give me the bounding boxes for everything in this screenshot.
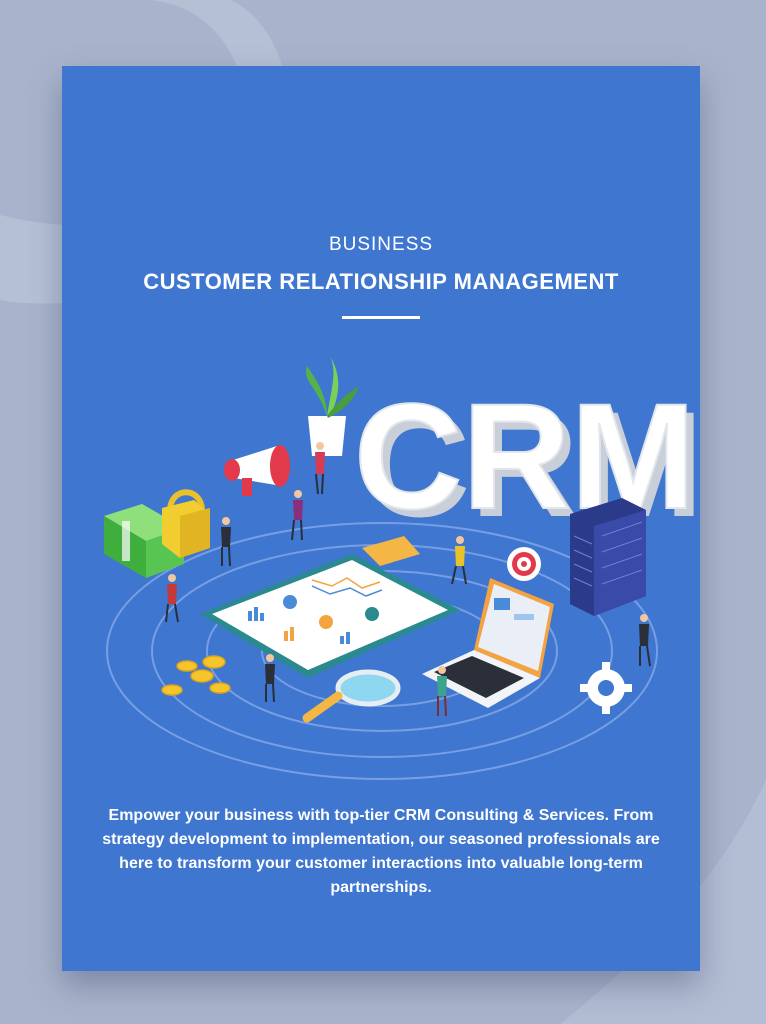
server-icon: [570, 498, 646, 616]
eyebrow-label: BUSINESS: [328, 234, 434, 255]
chart-lines-icon: [311, 577, 383, 597]
magnifier-icon: [302, 669, 401, 723]
coins-icon: [161, 655, 231, 696]
person-icon: [165, 574, 179, 623]
orbit-rings: [106, 522, 658, 780]
person-icon: [451, 536, 467, 585]
person-icon: [437, 666, 447, 717]
clipboard-icon: [200, 536, 460, 678]
person-icon: [639, 614, 651, 667]
pie-chart-icon: [319, 615, 333, 629]
crm-letters-icon: CRM CRM: [353, 371, 700, 548]
person-icon: [265, 654, 275, 703]
laptop-icon: [422, 578, 554, 708]
person-icon: [315, 442, 325, 495]
pie-chart-icon: [283, 595, 297, 609]
gear-icon: [580, 662, 632, 714]
person-icon: [221, 517, 231, 567]
person-icon: [291, 490, 303, 541]
plant-icon: [306, 356, 359, 456]
title-divider: [342, 316, 420, 319]
poster-description: Empower your business with top-tier CRM …: [102, 807, 660, 896]
target-icon: [507, 547, 541, 581]
crm-illustration: CRM CRM: [104, 356, 700, 780]
person-figures: [165, 442, 651, 717]
pie-chart-icon: [365, 607, 379, 621]
poster-title: CUSTOMER RELATIONSHIP MANAGEMENT: [143, 269, 619, 294]
megaphone-icon: [224, 445, 290, 496]
poster: BUSINESS CUSTOMER RELATIONSHIP MANAGEMEN…: [62, 66, 700, 971]
padlock-icon: [162, 489, 210, 558]
bar-chart-icon: [248, 607, 350, 644]
